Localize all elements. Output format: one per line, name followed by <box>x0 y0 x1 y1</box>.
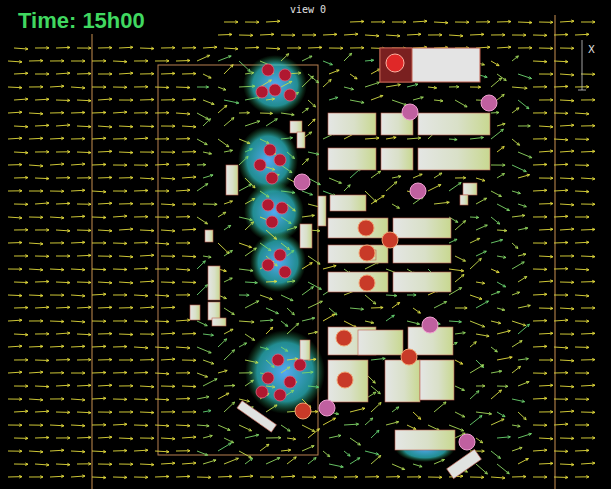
marked-building <box>380 48 480 82</box>
tilted-buildings <box>237 401 481 479</box>
time-label: Time: 15h00 <box>16 8 147 34</box>
domain-lines <box>92 15 555 489</box>
buildings <box>190 113 490 450</box>
tree-cluster <box>254 64 306 401</box>
view-label: view 0 <box>288 4 328 15</box>
axis-glyph <box>578 40 586 90</box>
axis-label: X <box>586 44 597 55</box>
tree-pink <box>294 95 497 450</box>
tree-orange <box>295 220 417 419</box>
wind-arrows <box>8 20 595 479</box>
